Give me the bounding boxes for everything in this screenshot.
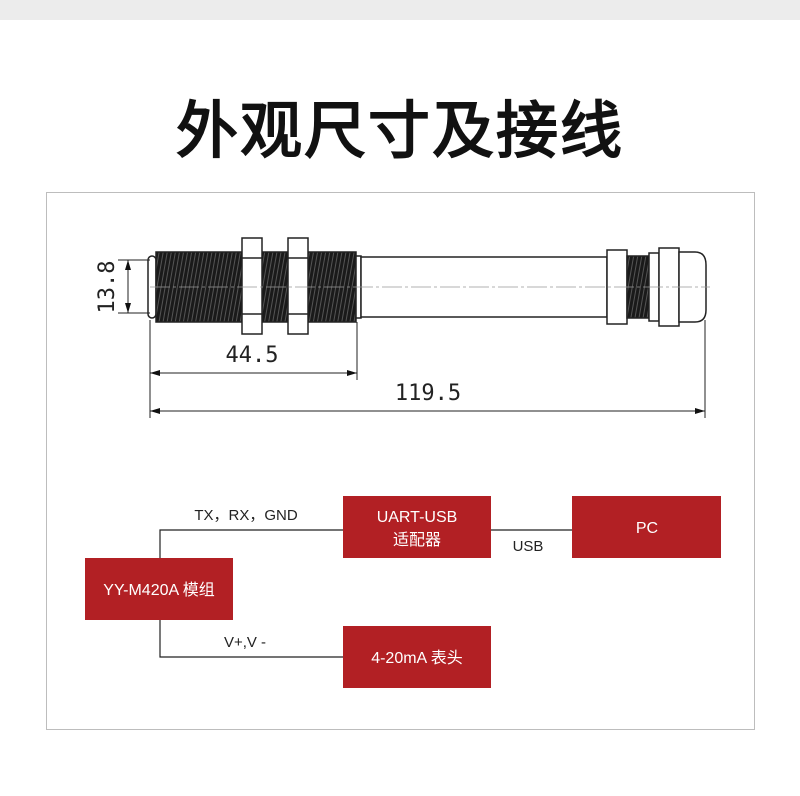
cable-gland-cap bbox=[678, 251, 707, 323]
dimension-lines bbox=[118, 259, 706, 418]
sensor-nut-1 bbox=[241, 237, 263, 335]
box-pc: PC bbox=[572, 496, 721, 558]
svg-text:YY-M420A 模组: YY-M420A 模组 bbox=[103, 581, 214, 599]
top-band bbox=[0, 0, 800, 20]
thread-length-label: 44.5 bbox=[226, 343, 279, 368]
svg-text:UART-USB: UART-USB bbox=[377, 509, 458, 526]
content-panel bbox=[46, 192, 755, 730]
wiring-lines bbox=[159, 529, 572, 658]
box-meter: 4-20mA 表头 bbox=[343, 626, 491, 688]
box-module: YY-M420A 模组 bbox=[85, 558, 233, 620]
box-adapter: UART-USB 适配器 bbox=[343, 496, 491, 558]
sensor-nut-2 bbox=[287, 237, 309, 335]
svg-text:4-20mA 表头: 4-20mA 表头 bbox=[371, 649, 463, 667]
serial-label: TX，RX，GND bbox=[194, 507, 298, 524]
svg-text:适配器: 适配器 bbox=[393, 531, 441, 549]
diameter-label: 13.8 bbox=[95, 261, 120, 314]
total-length-label: 119.5 bbox=[395, 381, 461, 406]
page-title: 外观尺寸及接线 bbox=[175, 94, 624, 167]
sensor-drawing bbox=[147, 237, 710, 335]
usb-label: USB bbox=[513, 538, 544, 555]
power-label: V+,V - bbox=[224, 634, 266, 651]
svg-text:PC: PC bbox=[636, 520, 658, 537]
